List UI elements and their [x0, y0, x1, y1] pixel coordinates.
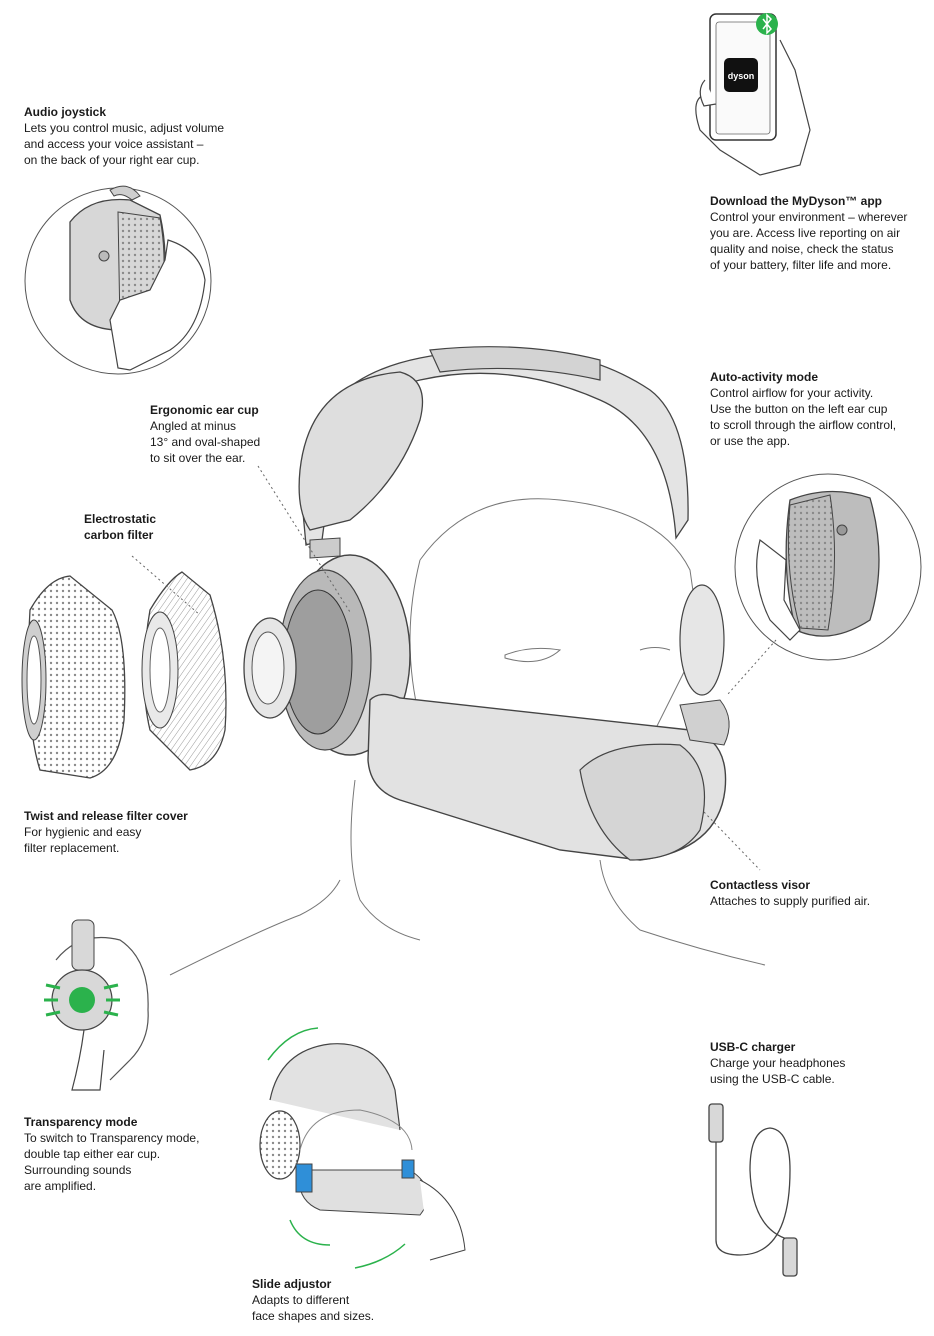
slide-adjustor-illustration	[259, 1027, 466, 1269]
auto-activity-inset	[734, 473, 922, 661]
transparency-illustration	[44, 919, 149, 1091]
phone-illustration: dyson	[695, 13, 811, 176]
callout-desc: Lets you control music, adjust volume an…	[24, 121, 225, 167]
callout-desc: Control your environment – wherever you …	[710, 210, 908, 272]
audio-joystick-inset	[24, 185, 212, 375]
callout-contactless-visor: Contactless visor Attaches to supply pur…	[710, 877, 870, 909]
headband	[298, 346, 689, 559]
callout-title: USB-C charger	[710, 1040, 796, 1054]
usbc-cable	[708, 1103, 798, 1277]
callout-title: Download the MyDyson™ app	[710, 194, 883, 208]
callout-title: Contactless visor	[710, 878, 811, 892]
callout-audio-joystick: Audio joystick Lets you control music, a…	[24, 104, 224, 168]
visor	[367, 693, 730, 861]
callout-title: Slide adjustor	[252, 1277, 332, 1291]
dyson-logo-text: dyson	[728, 71, 755, 81]
callout-transparency: Transparency mode To switch to Transpare…	[24, 1114, 199, 1194]
callout-title: Ergonomic ear cup	[150, 403, 259, 417]
callout-desc: For hygienic and easy filter replacement…	[24, 825, 142, 855]
callout-desc: Attaches to supply purified air.	[710, 894, 871, 908]
callout-auto-activity: Auto-activity mode Control airflow for y…	[710, 369, 896, 449]
filter-cover	[21, 575, 126, 779]
callout-mydyson-app: Download the MyDyson™ app Control your e…	[710, 193, 907, 273]
callout-desc: Control airflow for your activity. Use t…	[710, 386, 897, 448]
callout-desc: Adapts to different face shapes and size…	[252, 1293, 375, 1323]
right-ear-cup	[679, 584, 725, 696]
callout-leaders	[131, 465, 777, 871]
callout-carbon-filter: Electrostatic carbon filter	[84, 511, 156, 543]
callout-desc: To switch to Transparency mode, double t…	[24, 1131, 200, 1193]
callout-ergonomic-ear-cup: Ergonomic ear cup Angled at minus 13° an…	[150, 402, 260, 466]
callout-title: Audio joystick	[24, 105, 107, 119]
callout-title: Transparency mode	[24, 1115, 138, 1129]
callout-title: Auto-activity mode	[710, 370, 819, 384]
callout-desc: Charge your headphones using the USB-C c…	[710, 1056, 846, 1086]
callout-slide-adjustor: Slide adjustor Adapts to different face …	[252, 1276, 374, 1324]
callout-title: Twist and release filter cover	[24, 809, 188, 823]
callout-desc: Angled at minus 13° and oval-shaped to s…	[150, 419, 261, 465]
callout-title: Electrostatic carbon filter	[84, 512, 157, 542]
callout-usbc: USB-C charger Charge your headphones usi…	[710, 1039, 845, 1087]
carbon-filter	[141, 571, 227, 771]
callout-twist-release: Twist and release filter cover For hygie…	[24, 808, 188, 856]
